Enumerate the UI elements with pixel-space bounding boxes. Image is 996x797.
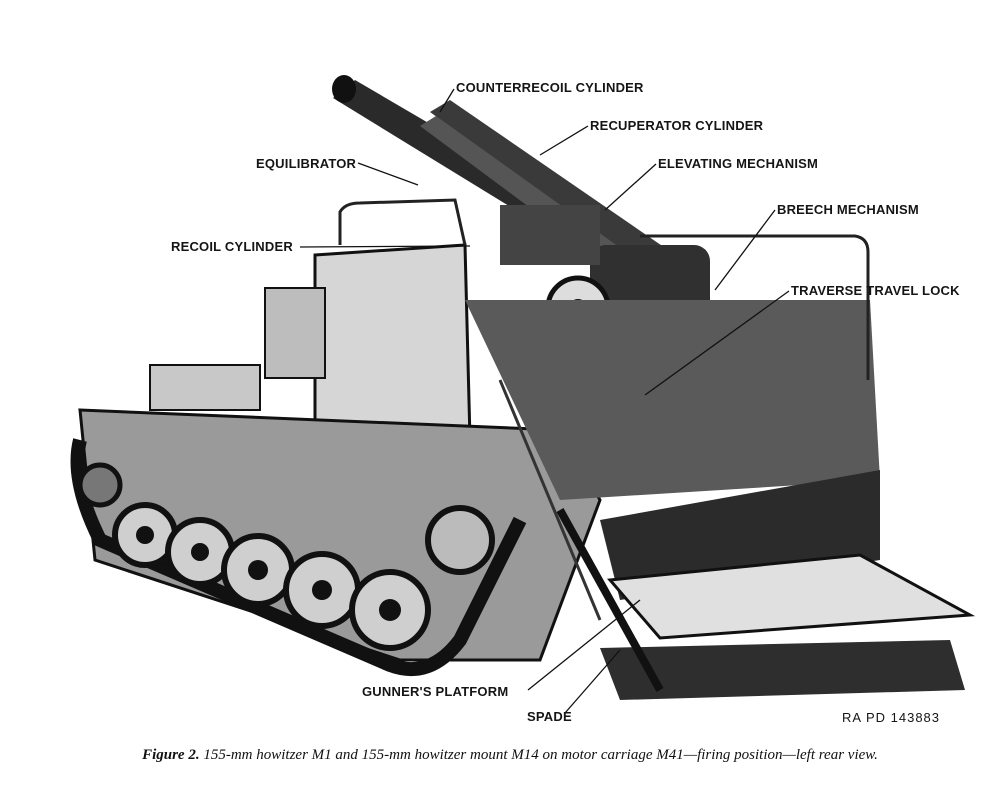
label-elevating-mechanism: ELEVATING MECHANISM xyxy=(658,156,819,171)
vehicle-hull xyxy=(78,243,880,662)
label-gunners-platform: GUNNER'S PLATFORM xyxy=(362,684,509,699)
track-assembly xyxy=(70,438,527,677)
railings xyxy=(338,198,870,380)
howitzer-drawing xyxy=(70,75,976,714)
label-recuperator-cylinder: RECUPERATOR CYLINDER xyxy=(590,118,764,133)
figure-number: Figure 2. xyxy=(142,747,200,763)
label-counterrecoil-cylinder: COUNTERRECOIL CYLINDER xyxy=(456,80,644,95)
reference-code: RA PD 143883 xyxy=(842,710,941,725)
leader-lines xyxy=(299,88,790,714)
gunners-platform-drawing xyxy=(498,379,976,700)
label-spade: SPADE xyxy=(527,709,572,724)
caption-text: 155-mm howitzer M1 and 155-mm howitzer m… xyxy=(203,747,878,763)
label-breech-mechanism: BREECH MECHANISM xyxy=(777,202,919,217)
figure-caption: Figure 2. 155-mm howitzer M1 and 155-mm … xyxy=(70,745,950,766)
label-traverse-travel-lock: TRAVERSE TRAVEL LOCK xyxy=(791,283,960,298)
figure-illustration: COUNTERRECOIL CYLINDER RECUPERATOR CYLIN… xyxy=(70,75,976,725)
label-recoil-cylinder: RECOIL CYLINDER xyxy=(171,239,293,254)
label-equilibrator: EQUILIBRATOR xyxy=(256,156,357,171)
